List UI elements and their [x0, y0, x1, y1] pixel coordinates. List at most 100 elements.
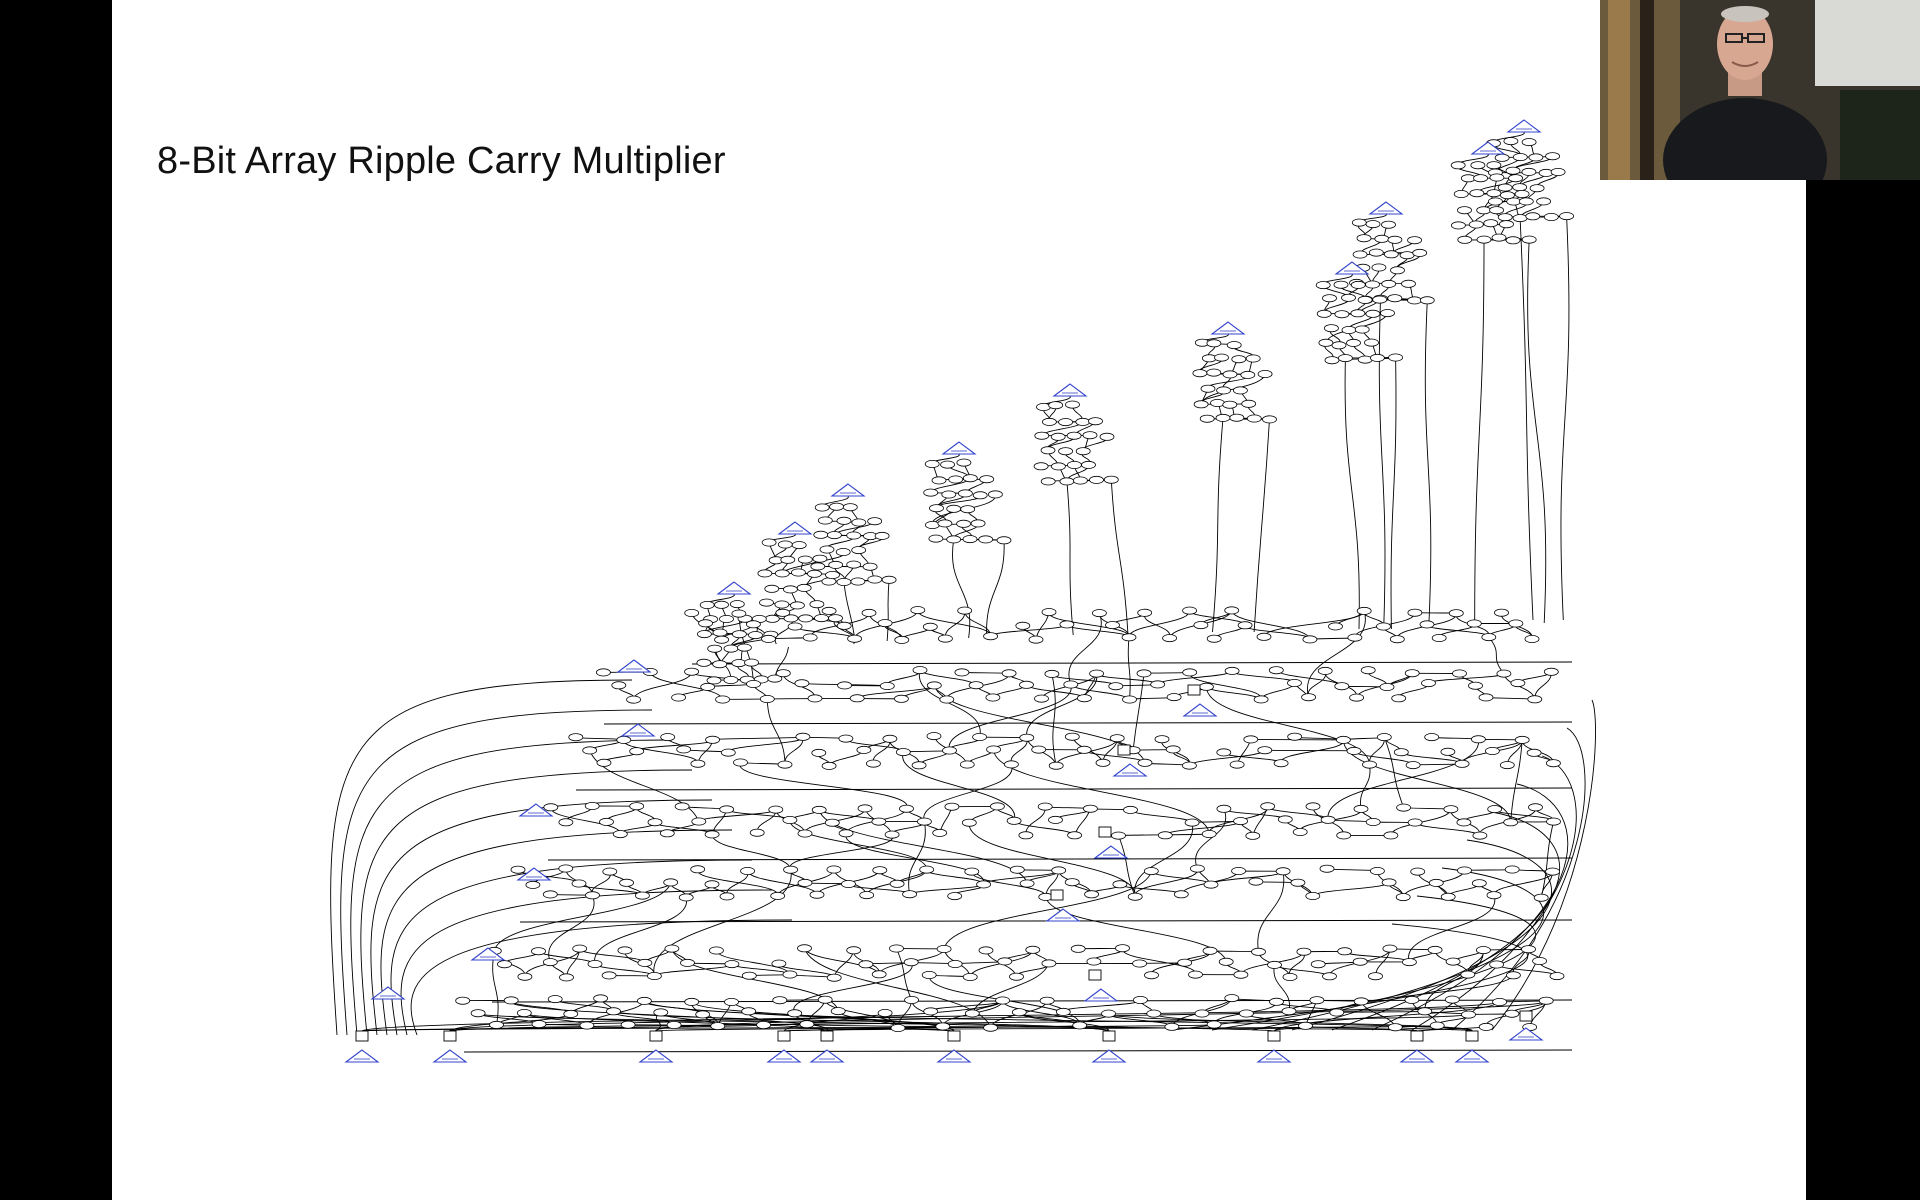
- graph-edge: [1052, 674, 1116, 686]
- operation-node: [1049, 402, 1063, 409]
- operation-node: [1087, 958, 1101, 965]
- operation-node: [1109, 683, 1123, 690]
- operation-node: [721, 749, 735, 756]
- operation-node: [1406, 762, 1420, 769]
- operation-node: [1183, 669, 1197, 676]
- operation-node: [927, 682, 941, 689]
- operation-node: [1384, 251, 1398, 258]
- operation-node: [518, 973, 532, 980]
- operation-node: [747, 680, 761, 687]
- operation-node: [732, 631, 746, 638]
- operation-node: [1337, 832, 1351, 839]
- operation-node: [724, 676, 738, 683]
- input-node: [434, 1050, 466, 1062]
- operation-node: [760, 599, 774, 606]
- graph-edge: [790, 835, 893, 870]
- operation-node: [813, 555, 827, 562]
- operation-node: [1234, 971, 1248, 978]
- operation-node: [1444, 806, 1458, 813]
- register-node: [1051, 890, 1063, 900]
- operation-node: [724, 645, 738, 652]
- input-node: [1401, 1050, 1433, 1062]
- operation-node: [1059, 448, 1073, 455]
- operation-node: [1303, 636, 1317, 643]
- operation-node: [1299, 1022, 1313, 1029]
- register-node: [948, 1031, 960, 1041]
- operation-node: [894, 695, 908, 702]
- operation-node: [1158, 832, 1172, 839]
- operation-node: [1390, 636, 1404, 643]
- operation-node: [580, 1022, 594, 1029]
- operation-node: [1223, 371, 1237, 378]
- operation-node: [1522, 139, 1536, 146]
- operation-node: [857, 746, 871, 753]
- operation-node: [1382, 879, 1396, 886]
- operation-node: [708, 645, 722, 652]
- operation-node: [858, 805, 872, 812]
- operation-node: [1324, 325, 1338, 332]
- operation-node: [1490, 961, 1504, 968]
- graph-edge: [924, 764, 1012, 821]
- graph-edge: [1391, 358, 1396, 630]
- operation-node: [1291, 879, 1305, 886]
- operation-node: [1116, 945, 1130, 952]
- operation-node: [1471, 162, 1485, 169]
- operation-node: [707, 677, 721, 684]
- operation-node: [585, 802, 599, 809]
- operation-node: [971, 520, 985, 527]
- operation-node: [1225, 667, 1239, 674]
- operation-node: [1484, 220, 1498, 227]
- operation-node: [1085, 891, 1099, 898]
- operation-node: [831, 1008, 845, 1015]
- operation-node: [1546, 760, 1560, 767]
- operation-node: [1377, 734, 1391, 741]
- carry-chain-edge: [464, 1050, 1572, 1052]
- operation-node: [1252, 948, 1266, 955]
- operation-node: [681, 959, 695, 966]
- operation-node: [958, 490, 972, 497]
- operation-node: [1282, 1008, 1296, 1015]
- operation-node: [911, 607, 925, 614]
- operation-node: [1506, 972, 1520, 979]
- operation-node: [769, 806, 783, 813]
- operation-node: [1207, 1021, 1221, 1028]
- operation-node: [1288, 679, 1302, 686]
- operation-node: [602, 972, 616, 979]
- operation-node: [1366, 221, 1380, 228]
- operation-node: [1441, 893, 1455, 900]
- operation-node: [961, 506, 975, 513]
- operation-node: [791, 569, 805, 576]
- register-node: [821, 1031, 833, 1041]
- operation-node: [1052, 867, 1066, 874]
- operation-node: [1522, 168, 1536, 175]
- operation-node: [963, 973, 977, 980]
- operation-node: [1112, 832, 1126, 839]
- operation-node: [1420, 621, 1434, 628]
- operation-node: [711, 1023, 725, 1030]
- operation-node: [1375, 235, 1389, 242]
- operation-node: [1547, 818, 1561, 825]
- operation-node: [997, 537, 1011, 544]
- operation-node: [1394, 749, 1408, 756]
- operation-node: [905, 996, 919, 1003]
- operation-node: [742, 1008, 756, 1015]
- loopback-edge: [1492, 700, 1596, 1030]
- operation-node: [948, 893, 962, 900]
- operation-node: [660, 830, 674, 837]
- operation-node: [1470, 190, 1484, 197]
- operation-node: [808, 570, 822, 577]
- operation-node: [798, 830, 812, 837]
- operation-node: [1425, 734, 1439, 741]
- operation-node: [1123, 696, 1137, 703]
- operation-node: [1066, 401, 1080, 408]
- input-node: [1510, 1028, 1542, 1040]
- operation-node: [654, 1009, 668, 1016]
- operation-node: [1513, 215, 1527, 222]
- operation-node: [868, 518, 882, 525]
- input-node: [618, 660, 650, 672]
- operation-node: [617, 736, 631, 743]
- operation-node: [1223, 401, 1237, 408]
- operation-node: [1325, 357, 1339, 364]
- operation-node: [1471, 736, 1485, 743]
- graph-edge: [712, 834, 791, 869]
